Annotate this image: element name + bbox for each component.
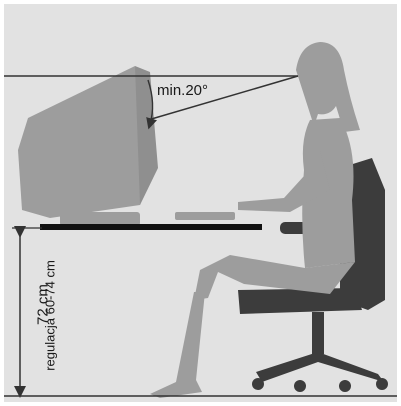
chair-caster: [252, 378, 264, 390]
desk-height-range-label: regulacja 60-74 cm: [43, 246, 58, 386]
monitor-stand: [60, 212, 140, 226]
desk-surface: [40, 224, 262, 230]
keyboard: [175, 212, 235, 220]
chair-caster: [376, 378, 388, 390]
angle-label: min.20°: [157, 82, 208, 99]
chair-caster: [339, 380, 351, 392]
chair-caster: [294, 380, 306, 392]
chair-seat: [238, 288, 362, 314]
chair-column: [312, 312, 324, 354]
